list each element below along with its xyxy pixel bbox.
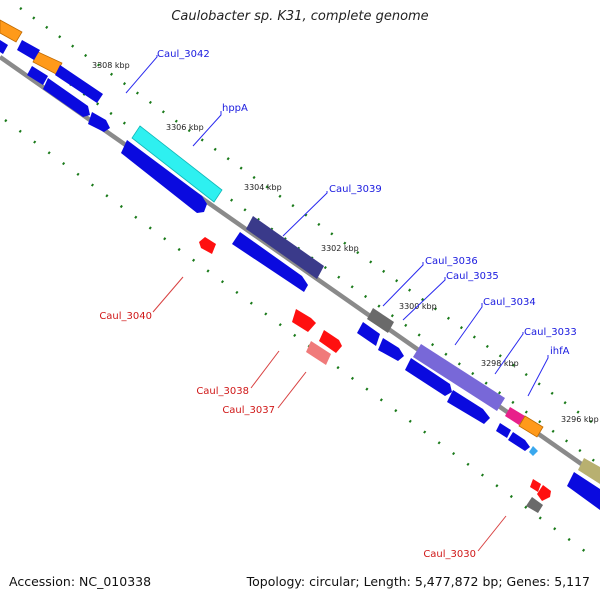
gene-feature-red	[199, 237, 216, 254]
leader-hppa	[192, 111, 222, 147]
gene-feature-pink	[306, 341, 331, 365]
gene-feature-magenta	[505, 407, 525, 425]
map-title: Caulobacter sp. K31, complete genome	[171, 9, 429, 24]
gene-label-caul-3038: Caul_3038	[196, 386, 249, 397]
gene-label-caul-3033: Caul_3033	[524, 327, 577, 338]
gene-feature-purple	[413, 344, 505, 411]
leader-caul-3034	[454, 303, 483, 346]
gene-feature-blue	[55, 65, 103, 103]
kbp-label: 3302 kbp	[321, 244, 359, 253]
gene-label-ihfa: ihfA	[550, 346, 570, 357]
gene-feature-orange	[518, 415, 544, 438]
leader-caul-3040	[152, 276, 184, 313]
leader-caul-3036	[382, 262, 424, 307]
gene-feature-blue	[17, 40, 40, 60]
gene-feature-blue	[567, 472, 600, 510]
kbp-label: 3298 kbp	[481, 359, 519, 368]
kbp-label: 3306 kbp	[166, 123, 204, 132]
kbp-label: 3296 kbp	[561, 415, 599, 424]
gene-feature-gray	[367, 308, 394, 333]
gene-feature-red	[292, 309, 316, 332]
accession-text: Accession: NC_010338	[9, 574, 152, 589]
inner-tick-row	[4, 118, 591, 557]
gene-label-caul-3030: Caul_3030	[423, 549, 476, 560]
gene-feature-blue	[405, 358, 452, 396]
gene-feature-blue	[121, 140, 207, 213]
gene-feature-light-blue	[529, 446, 538, 456]
gene-feature-gray	[526, 497, 543, 513]
genome-summary-text: Topology: circular; Length: 5,477,872 bp…	[246, 574, 590, 589]
gene-feature-blue	[88, 112, 110, 132]
gene-label-caul-3036: Caul_3036	[425, 256, 478, 267]
gene-feature-red	[537, 485, 551, 501]
leader-caul-3037	[277, 371, 307, 409]
leader-ihfa	[527, 355, 549, 397]
gene-features	[0, 19, 600, 513]
gene-label-caul-3040: Caul_3040	[99, 311, 152, 322]
gene-feature-orange	[0, 19, 23, 43]
gene-feature-blue	[496, 423, 511, 438]
gene-feature-blue	[508, 432, 530, 451]
gene-label-caul-3034: Caul_3034	[483, 297, 536, 308]
gene-feature-blue	[232, 232, 308, 292]
gene-feature-red	[319, 330, 342, 353]
gene-labels: Caul_3042 hppA Caul_3039 Caul_3036 Caul_…	[99, 49, 576, 560]
kbp-label: 3308 kbp	[92, 61, 130, 70]
gene-label-caul-3037: Caul_3037	[222, 405, 275, 416]
leader-caul-3035	[402, 277, 446, 321]
leader-caul-3038	[250, 350, 280, 389]
leader-caul-3042	[125, 55, 158, 94]
gene-feature-blue	[357, 322, 380, 346]
gene-feature-red	[530, 479, 541, 492]
gene-label-hppa: hppA	[222, 103, 248, 114]
gene-feature-dark-purple	[246, 216, 324, 279]
gene-feature-olive	[578, 458, 600, 484]
leader-caul-3039	[282, 191, 328, 237]
kbp-label: 3304 kbp	[244, 183, 282, 192]
gene-feature-blue	[27, 66, 48, 85]
gene-label-caul-3042: Caul_3042	[157, 49, 210, 60]
leader-caul-3033	[494, 332, 524, 375]
gene-label-caul-3035: Caul_3035	[446, 271, 499, 282]
gene-leader-lines	[125, 55, 549, 552]
gene-label-caul-3039: Caul_3039	[329, 184, 382, 195]
gene-feature-blue	[43, 78, 90, 117]
gene-feature-blue	[378, 338, 404, 361]
leader-caul-3030	[477, 515, 507, 552]
gene-feature-blue	[447, 390, 490, 424]
gene-feature-cyan	[131, 125, 223, 203]
gene-feature-blue	[0, 40, 8, 54]
